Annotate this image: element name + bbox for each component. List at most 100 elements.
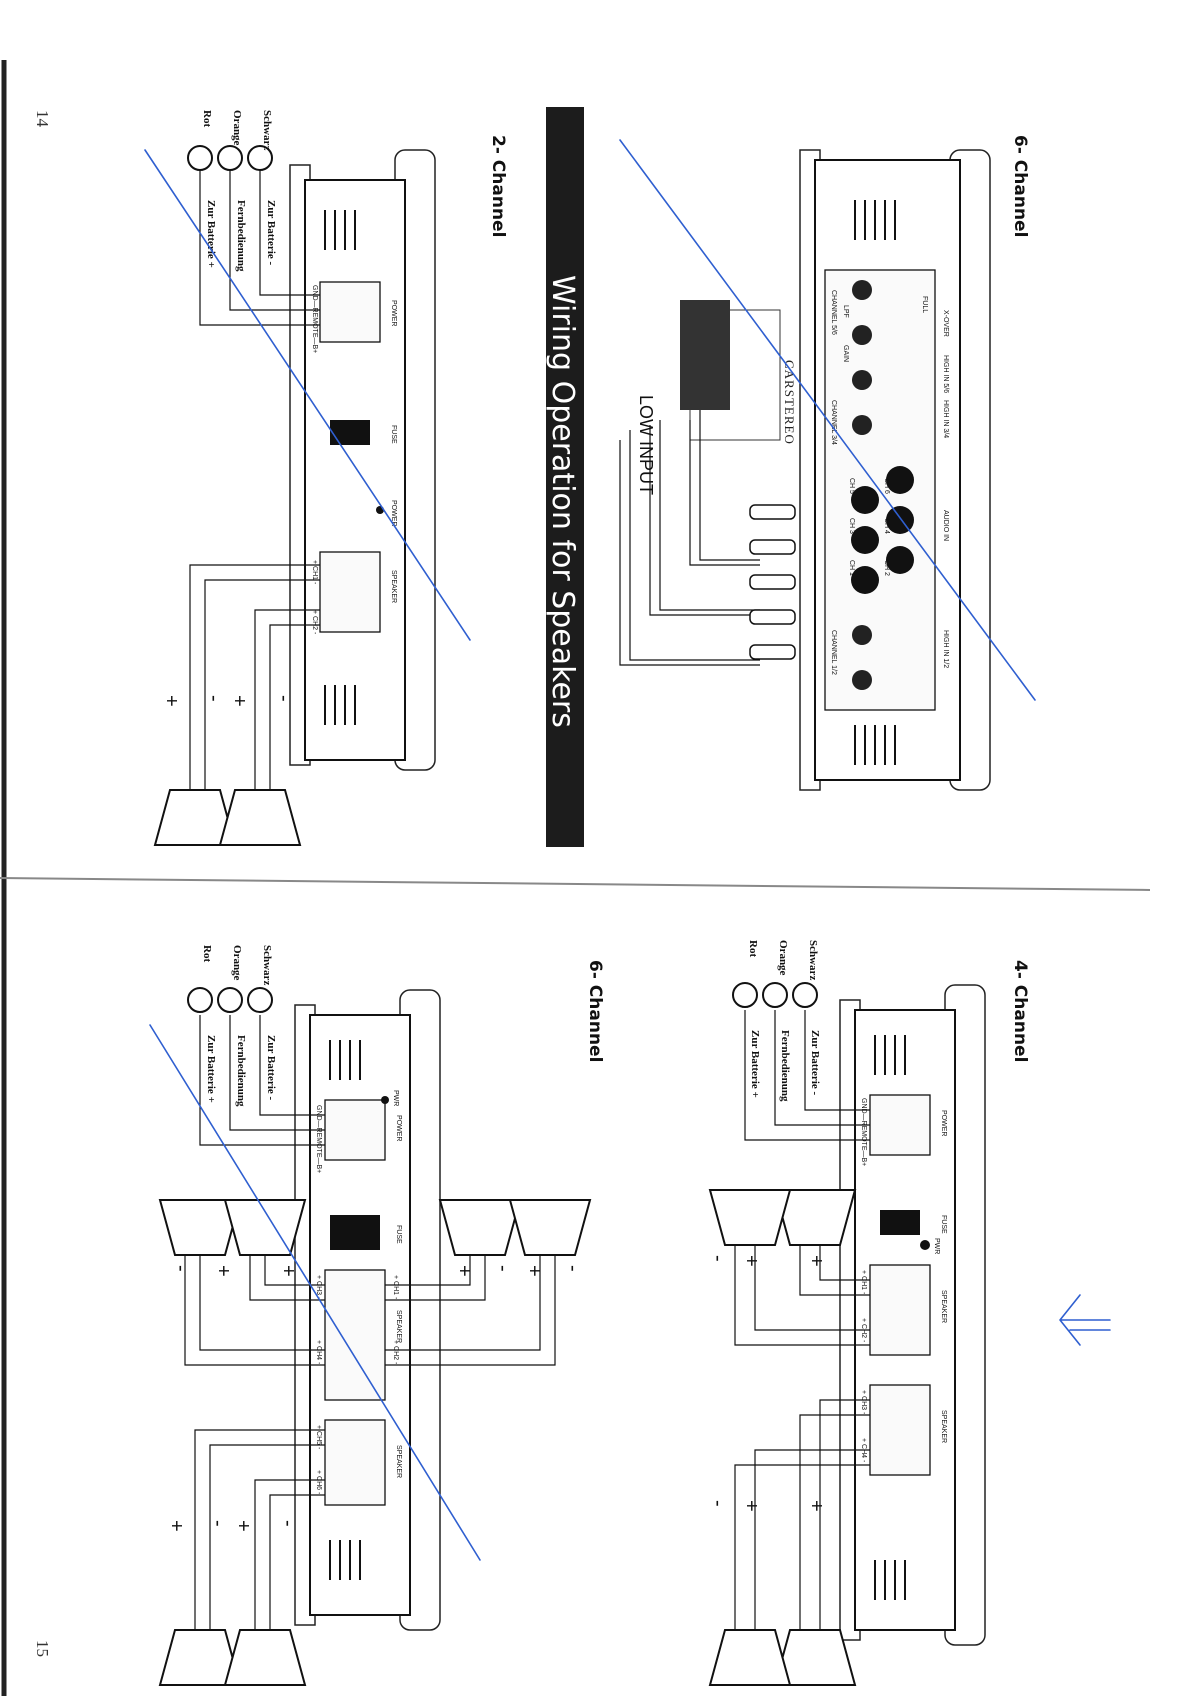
remote-label: Fernbedienung [235,200,247,272]
polarity-minus: - [562,1265,584,1272]
gnd-remote-label: GND—REMOTE—B+ [860,1098,867,1166]
speaker-label: SPEAKER [940,1290,947,1323]
power-terminal[interactable] [869,1094,931,1156]
ch-label-2: CH 2 [883,560,890,576]
gain-knob[interactable] [852,670,872,690]
xover-label: X-OVER [942,310,949,337]
ch4-label: + CH4 - [315,1340,322,1365]
title-6ch-audio: 6- Channel [1010,135,1030,237]
power-terminal[interactable] [319,281,381,343]
high-in-12-label: HIGH IN 1/2 [942,630,949,668]
ring-terminal [217,987,243,1013]
gnd-remote-label: GND—REMOTE—B+ [311,285,318,353]
wire-orange-label: Orange [231,945,243,981]
lpf-label: LPF [842,305,849,318]
polarity-plus: + [160,695,182,707]
gain-knob[interactable] [852,415,872,435]
ch-label-5: CH 5 [848,478,855,494]
battery-plus-label: Zur Batterie + [205,1035,217,1103]
page-number-right: 15 [33,1640,52,1657]
rca-jack[interactable] [851,526,879,554]
amp-6ch-audio: X-OVER HIGH IN 5/6 HIGH IN 3/4 AUDIO IN … [799,149,991,791]
speaker [218,789,302,846]
remote-label: Fernbedienung [235,1035,247,1107]
amp-6ch-speakers: POWER GND—REMOTE—B+ FUSE PWR SPEAKER SPE… [294,989,441,1631]
rca-plug [749,609,796,625]
speaker-terminal[interactable] [324,1419,386,1506]
power-terminal[interactable] [324,1099,386,1161]
channel-56-label: CHANNEL 5/6 [830,290,837,335]
wire-red-label: Rot [747,940,759,957]
polarity-plus: + [740,1255,762,1267]
rca-jack[interactable] [851,486,879,514]
full-label: FULL [921,296,928,313]
rca-jack[interactable] [886,466,914,494]
fuse [330,420,370,445]
battery-plus-label: Zur Batterie + [749,1030,761,1098]
polarity-minus: - [207,1520,229,1527]
fuse-block [330,1215,380,1250]
pen-strike [619,139,1036,701]
battery-minus-label: Zur Batterie - [809,1030,821,1096]
high-in-56-label: HIGH IN 5/6 [942,355,949,393]
amp-body [304,179,406,761]
polarity-minus: - [707,1255,729,1262]
wire-black-label: Schwarz [261,945,273,985]
speaker-terminal[interactable] [869,1384,931,1476]
ring-terminal [187,145,213,171]
rca-jack[interactable] [886,546,914,574]
polarity-minus: - [492,1265,514,1272]
lpf-knob[interactable] [852,370,872,390]
rca-plug [749,539,796,555]
page-number-left: 14 [33,110,52,128]
battery-minus-label: Zur Batterie - [265,200,277,266]
speaker [223,1629,307,1686]
gain-knob[interactable] [852,325,872,345]
speaker-terminal[interactable] [319,551,381,633]
speaker [708,1629,792,1686]
power-label: POWER [395,1115,402,1141]
fuse-label: FUSE [395,1225,402,1244]
pen-arrow [1059,1294,1111,1346]
gnd-remote-label: GND—REMOTE—B+ [315,1105,322,1173]
battery-minus-label: Zur Batterie - [265,1035,277,1101]
lpf-knob[interactable] [852,625,872,645]
pwr-label: PWR [392,1090,399,1106]
title-2ch: 2- Channel [488,135,508,237]
ring-terminal [217,145,243,171]
amp-2ch: POWER GND—REMOTE—B+ FUSE POWER SPEAKER +… [289,149,436,771]
polarity-plus: + [805,1255,827,1267]
polarity-plus: + [165,1520,187,1532]
speaker [508,1199,592,1256]
wire-orange-label: Orange [777,940,789,976]
speaker-terminal[interactable] [324,1269,386,1401]
fuse-label: FUSE [390,425,397,444]
ch5-label: + CH5 - [315,1425,322,1450]
wire-black-label: Schwarz [807,940,819,980]
rca-jack[interactable] [851,566,879,594]
channel-34-label: CHANNEL 3/4 [830,400,837,445]
lpf-knob[interactable] [852,280,872,300]
power-label: POWER [390,300,397,326]
rca-plug [749,504,796,520]
head-unit-outline [689,309,781,441]
rca-plug [749,574,796,590]
ch2-label: + CH2 - [311,610,318,635]
remote-label: Fernbedienung [779,1030,791,1102]
power-led [381,1096,389,1104]
speaker [223,1199,307,1256]
polarity-plus: + [805,1500,827,1512]
ch1-label: + CH1 - [311,560,318,585]
gain-label: GAIN [842,345,849,362]
car-stereo: CARSTEREO LOW INPUT [619,300,797,666]
ch-label-3: CH 3 [848,518,855,534]
speaker [438,1199,522,1256]
power-led [920,1240,930,1250]
wire-black-label: Schwarz [261,110,273,150]
pen-strike [144,149,471,641]
speaker-label: SPEAKER [395,1445,402,1478]
polarity-minus: - [277,1520,299,1527]
speaker-terminal[interactable] [869,1264,931,1356]
head-unit-brand: CARSTEREO [782,360,797,445]
